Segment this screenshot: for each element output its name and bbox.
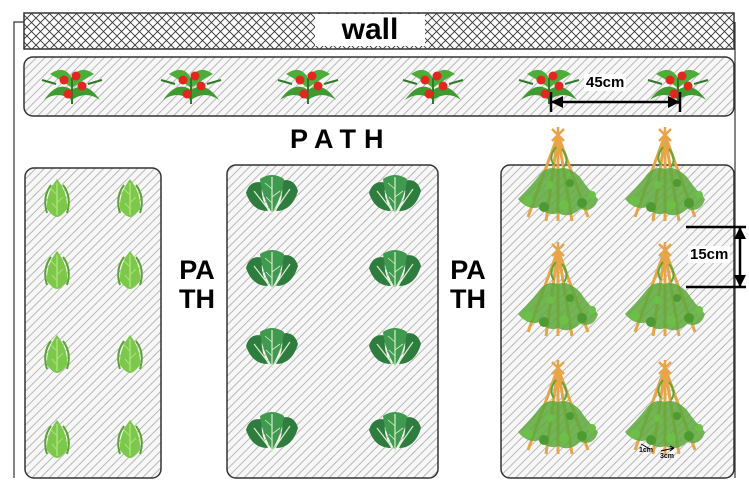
tomato-bed — [24, 57, 734, 116]
dimension-label-small-a: 1cm — [639, 447, 653, 454]
path-label-left: PATH — [177, 256, 217, 314]
lettuce-bed — [25, 168, 161, 478]
dimension-label-small-b: 3cm — [660, 453, 674, 460]
dimension-label-15cm: 15cm — [688, 246, 730, 263]
wall-label: wall — [315, 14, 425, 46]
garden-boundary-line — [14, 22, 24, 478]
path-label-top: PATH — [290, 124, 392, 155]
path-label-right: PATH — [448, 256, 488, 314]
dimension-label-45cm: 45cm — [584, 74, 626, 91]
